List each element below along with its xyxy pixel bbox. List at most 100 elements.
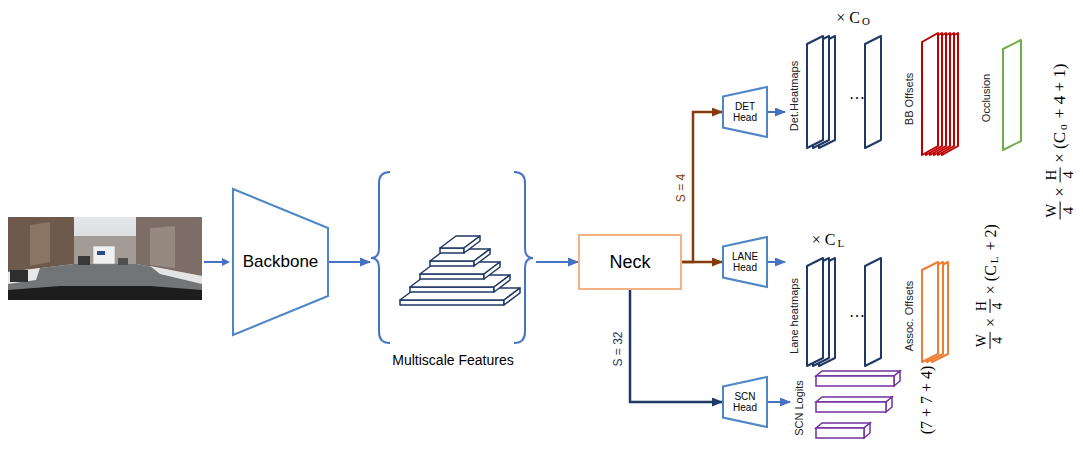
node-outline [790, 362, 905, 446]
feature-plane [922, 33, 938, 155]
node-outline [785, 252, 895, 372]
left-buildings [8, 217, 74, 272]
road-photo [8, 217, 202, 300]
pyramid-slab-top [400, 288, 520, 300]
channel-count: × CO [834, 9, 874, 27]
math-text: × C [812, 231, 836, 249]
block-label: SCN Head [733, 391, 757, 414]
backbone-block: Backbone [232, 188, 329, 336]
numerator: H [1044, 168, 1061, 182]
right-building-face [150, 226, 175, 268]
pyramid-slab-end [494, 275, 510, 292]
head-block: LANE Head [722, 236, 768, 288]
logit-bar-end [894, 371, 900, 386]
heatmap-stack: Lane heatmaps [785, 252, 895, 372]
connector [768, 401, 790, 403]
arrow-head [222, 258, 230, 266]
dashboard [8, 286, 202, 300]
rect-outline [579, 235, 681, 289]
subscript: L [988, 256, 1000, 263]
input-arrow [204, 258, 230, 266]
truck-logo [97, 251, 105, 255]
connector [536, 261, 578, 263]
occlusion-map: Occlusion [975, 30, 1031, 160]
edge-label: S = 4 [675, 172, 688, 204]
stride-label: S = 32 [612, 331, 625, 366]
trapezoid-outline [723, 87, 767, 137]
numerator: H [975, 299, 991, 313]
math-text: × (C [981, 265, 999, 294]
car [118, 258, 128, 265]
node-outline [785, 30, 895, 155]
logit-bar-end [864, 423, 870, 438]
math-text: × C [836, 9, 860, 27]
car [10, 270, 28, 282]
subscript: L [838, 238, 845, 250]
feature-pyramid-group: Multiscale Features [370, 172, 536, 368]
math-text: × (C [1051, 132, 1070, 163]
feature-plane [807, 36, 823, 148]
output-shape: W4×H4× (Co+ 4 + 1) [1044, 62, 1077, 223]
fraction: W4 [975, 332, 1006, 349]
trapezoid-outline [723, 377, 767, 427]
connector [768, 261, 785, 263]
output-shape: (7 + 7 + 4) [918, 364, 936, 437]
fraction: W4 [1044, 202, 1077, 220]
truck [93, 246, 115, 264]
block-label: Backbone [243, 252, 319, 272]
denominator: 4 [991, 335, 1006, 346]
output-label: Occlusion [980, 74, 992, 122]
offset-stack: BB Offsets [900, 25, 966, 165]
car [78, 256, 90, 265]
trapezoid-outline [723, 237, 767, 287]
ellipsis: … [849, 303, 865, 321]
block-label: Neck [609, 252, 650, 273]
node-outline [370, 172, 536, 368]
math-text: (7 + 7 + 4) [918, 366, 936, 435]
head-block: SCN Head [722, 376, 768, 428]
snow [8, 268, 40, 284]
subscript: o [1058, 124, 1071, 130]
logit-bars: SCN Logits [790, 362, 905, 446]
denominator: 4 [991, 301, 1006, 312]
road [8, 264, 202, 300]
channel-count: × CL [810, 231, 848, 249]
left-building-face [30, 222, 50, 266]
left-brace [371, 172, 390, 343]
feature-plane [922, 262, 938, 362]
neck-block: Neck [578, 234, 682, 290]
output-label: Det.Heatmaps [788, 61, 800, 131]
ellipsis-mark: … [847, 85, 867, 103]
trapezoid-outline [233, 189, 328, 335]
output-label: Assoc. Offsets [903, 281, 915, 352]
math-text: + 2) [981, 224, 999, 250]
ellipsis-mark: … [847, 303, 867, 321]
arrow-line [204, 261, 224, 263]
pyramid-slab-end [504, 288, 520, 305]
connector [329, 261, 370, 263]
ellipsis: … [849, 85, 865, 103]
logit-bar-front [816, 402, 886, 412]
fraction: H4 [1044, 168, 1077, 182]
output-shape: W4×H4× (CL+ 2) [975, 222, 1006, 352]
output-label: Lane heatmaps [788, 278, 800, 354]
feature-plane [865, 36, 881, 148]
right-brace [514, 172, 533, 343]
math-text: + 4 + 1) [1051, 64, 1070, 119]
stride-label: S = 4 [675, 174, 688, 202]
pyramid-slab-end [464, 236, 480, 253]
feature-plane [807, 258, 823, 366]
denominator: 4 [1061, 205, 1077, 216]
subscript: O [862, 16, 870, 28]
heatmap-stack: Det.Heatmaps [785, 30, 895, 155]
pyramid-slab-end [474, 249, 490, 266]
feature-brackets [371, 172, 533, 343]
block-label: LANE Head [732, 251, 758, 274]
logit-bar-end [886, 397, 892, 412]
feature-pyramid [400, 236, 520, 305]
feature-plane [1003, 40, 1021, 150]
logit-bar-front [816, 428, 864, 438]
head-block: DET Head [722, 86, 768, 138]
feature-plane [865, 258, 881, 366]
